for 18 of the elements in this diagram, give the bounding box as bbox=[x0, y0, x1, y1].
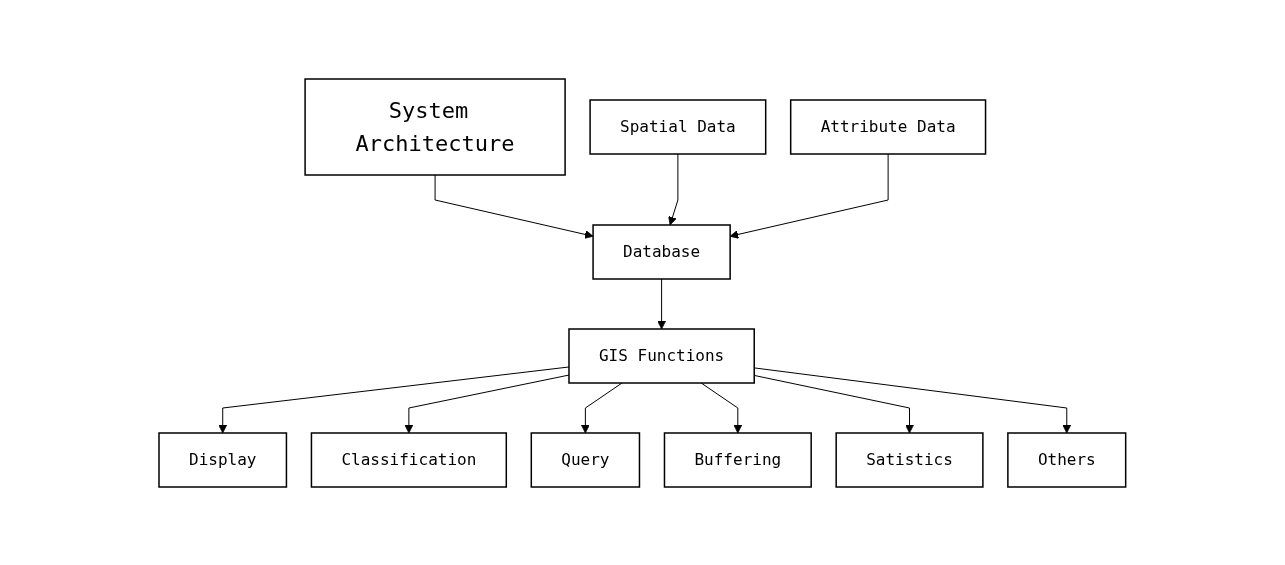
node-box: Others bbox=[1007, 431, 1127, 488]
node-box: Query bbox=[530, 431, 641, 488]
node-box: Satistics bbox=[835, 431, 984, 488]
arrow bbox=[581, 382, 623, 433]
arrow bbox=[657, 278, 667, 329]
node-box: Buffering bbox=[663, 431, 813, 488]
arrow bbox=[700, 382, 743, 433]
node-box: Display bbox=[158, 431, 288, 488]
arrow bbox=[218, 365, 570, 433]
node-box: Spatial Data bbox=[589, 98, 767, 155]
node-box: GIS Functions bbox=[568, 327, 756, 384]
node-box: Attribute Data bbox=[790, 98, 987, 155]
arrow bbox=[404, 374, 570, 433]
arrow bbox=[668, 153, 679, 225]
node-box: Classification bbox=[310, 431, 508, 488]
arrow bbox=[434, 174, 594, 239]
node-box: System Architecture bbox=[304, 77, 566, 176]
node-box: Database bbox=[592, 223, 732, 280]
